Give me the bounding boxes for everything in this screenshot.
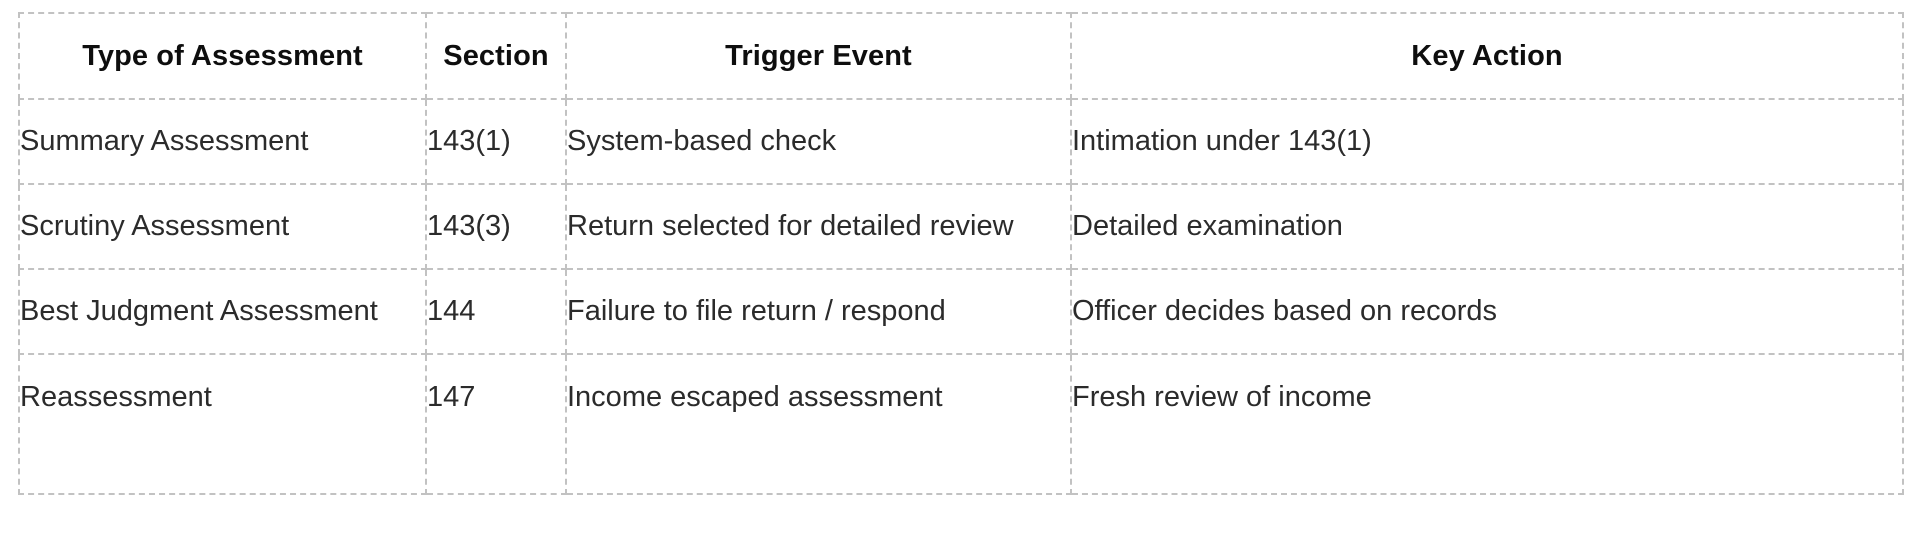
cell-trigger-event: Failure to file return / respond (565, 268, 1072, 355)
table-row: Reassessment 147 Income escaped assessme… (18, 353, 1904, 495)
cell-section: 143(3) (425, 183, 567, 270)
cell-key-action: Fresh review of income (1070, 353, 1904, 495)
cell-section: 144 (425, 268, 567, 355)
table-row: Best Judgment Assessment 144 Failure to … (18, 268, 1904, 355)
cell-section: 147 (425, 353, 567, 495)
cell-trigger-event: Income escaped assessment (565, 353, 1072, 495)
cell-type-of-assessment: Best Judgment Assessment (18, 268, 427, 355)
column-header-trigger-event: Trigger Event (565, 12, 1072, 100)
table-row: Summary Assessment 143(1) System-based c… (18, 98, 1904, 185)
cell-type-of-assessment: Summary Assessment (18, 98, 427, 185)
cell-key-action: Officer decides based on records (1070, 268, 1904, 355)
cell-key-action: Intimation under 143(1) (1070, 98, 1904, 185)
cell-type-of-assessment: Scrutiny Assessment (18, 183, 427, 270)
table-row: Scrutiny Assessment 143(3) Return select… (18, 183, 1904, 270)
cell-section: 143(1) (425, 98, 567, 185)
column-header-key-action: Key Action (1070, 12, 1904, 100)
cell-type-of-assessment: Reassessment (18, 353, 427, 495)
table-header: Type of Assessment Section Trigger Event… (18, 12, 1904, 100)
table-container: Type of Assessment Section Trigger Event… (18, 12, 1904, 495)
table-header-row: Type of Assessment Section Trigger Event… (18, 12, 1904, 100)
cell-key-action: Detailed examination (1070, 183, 1904, 270)
cell-trigger-event: System-based check (565, 98, 1072, 185)
column-header-section: Section (425, 12, 567, 100)
column-header-type-of-assessment: Type of Assessment (18, 12, 427, 100)
types-of-assessment-table: Type of Assessment Section Trigger Event… (18, 12, 1904, 495)
table-body: Summary Assessment 143(1) System-based c… (18, 98, 1904, 495)
cell-trigger-event: Return selected for detailed review (565, 183, 1072, 270)
